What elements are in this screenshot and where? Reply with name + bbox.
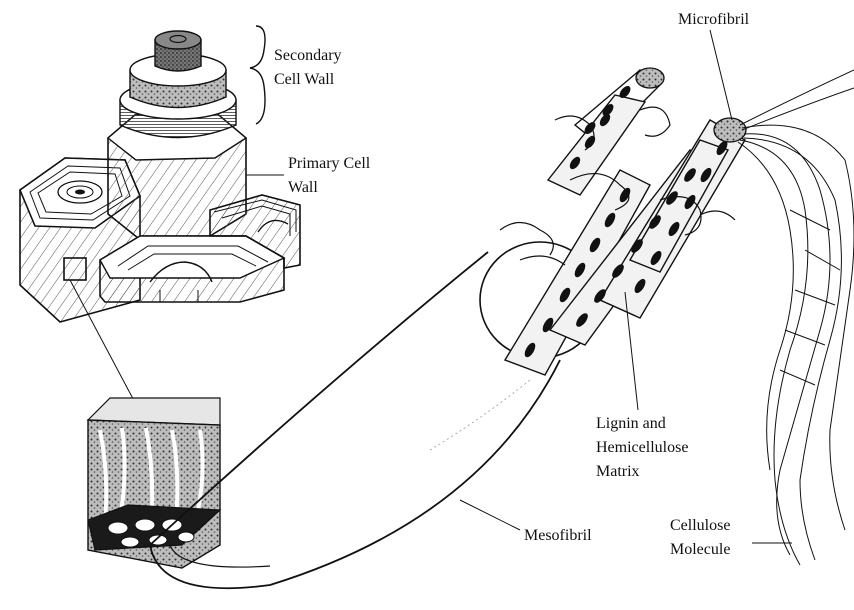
label-line: Secondary xyxy=(274,47,342,64)
secondary-wall-brace xyxy=(250,26,265,124)
label-line: Cell Wall xyxy=(274,71,335,88)
label-secondary-cell-wall: Secondary Cell Wall xyxy=(274,47,342,88)
label-line: Molecule xyxy=(670,541,730,558)
label-line: Microfibril xyxy=(678,11,750,28)
label-line: Primary Cell xyxy=(288,155,371,172)
front-cell xyxy=(100,236,284,302)
microfibril-leader xyxy=(710,30,732,120)
mesofibril-leader xyxy=(460,500,520,530)
label-cellulose-molecule: Cellulose Molecule xyxy=(670,517,730,558)
cellulose-strands xyxy=(738,70,854,565)
label-line: Mesofibril xyxy=(524,527,592,544)
label-line: Cellulose xyxy=(670,517,730,534)
fibril-bundle xyxy=(500,68,746,375)
label-microfibril: Microfibril xyxy=(678,11,750,28)
cell-block xyxy=(20,31,300,322)
label-mesofibril: Mesofibril xyxy=(524,527,592,544)
label-line: Matrix xyxy=(596,463,640,480)
label-line: Wall xyxy=(288,179,318,196)
label-primary-cell-wall: Primary Cell Wall xyxy=(288,155,371,196)
fibril-rods xyxy=(505,70,745,375)
label-line: Hemicellulose xyxy=(596,439,688,456)
label-line: Lignin and xyxy=(596,415,666,432)
label-lignin-matrix: Lignin and Hemicellulose Matrix xyxy=(596,415,688,480)
